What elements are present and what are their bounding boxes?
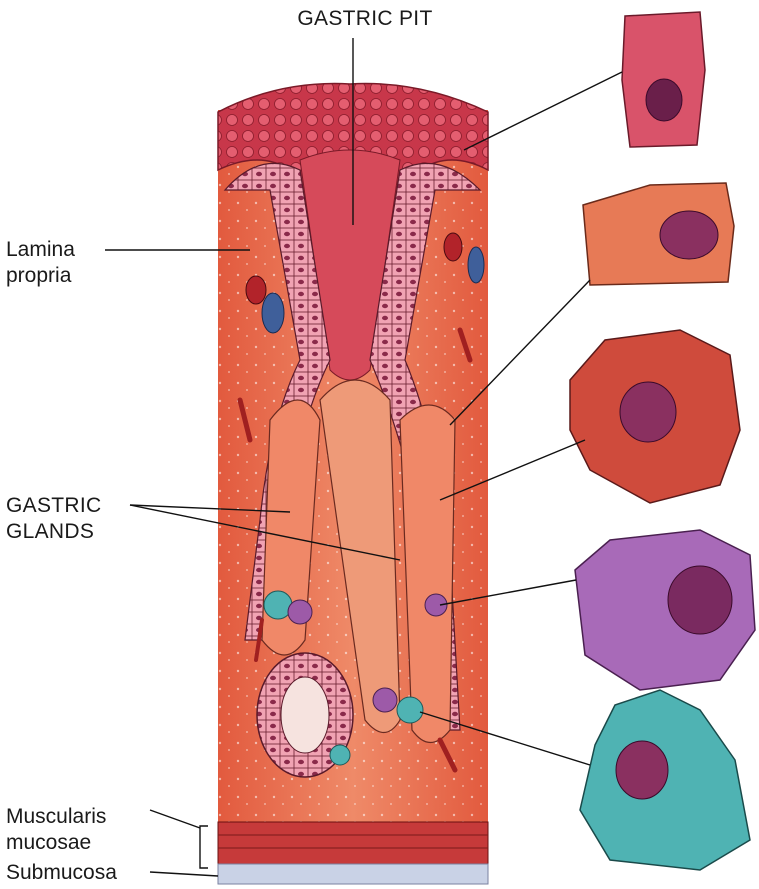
cell-insets	[570, 12, 755, 870]
blood-vessel	[246, 276, 266, 304]
enteroendocrine-cell	[397, 697, 423, 723]
muscularis-bracket	[200, 826, 208, 868]
label-lamina-propria-line1: Lamina	[6, 237, 116, 263]
label-submucosa: Submucosa	[6, 860, 166, 886]
enteroendocrine-cell	[264, 591, 292, 619]
label-muscularis-mucosae: Muscularis mucosae	[6, 804, 146, 856]
leader-muscularis	[150, 810, 200, 828]
label-lamina-propria-line2: propria	[6, 263, 116, 289]
chief-cell	[373, 688, 397, 712]
label-gastric-glands-line1: GASTRIC	[6, 493, 126, 519]
label-lamina-propria: Lamina propria	[6, 237, 116, 289]
label-gastric-pit: GASTRIC PIT	[285, 6, 445, 32]
label-gastric-glands-line2: GLANDS	[6, 519, 126, 545]
muscularis-mucosae	[218, 822, 488, 864]
label-muscularis-line1: Muscularis	[6, 804, 146, 830]
submucosa	[218, 864, 488, 884]
blood-vessel	[262, 293, 284, 333]
blood-vessel	[444, 233, 462, 261]
label-gastric-glands: GASTRIC GLANDS	[6, 493, 126, 545]
blood-vessel	[468, 247, 484, 283]
label-muscularis-line2: mucosae	[6, 830, 146, 856]
chief-cell	[288, 600, 312, 624]
